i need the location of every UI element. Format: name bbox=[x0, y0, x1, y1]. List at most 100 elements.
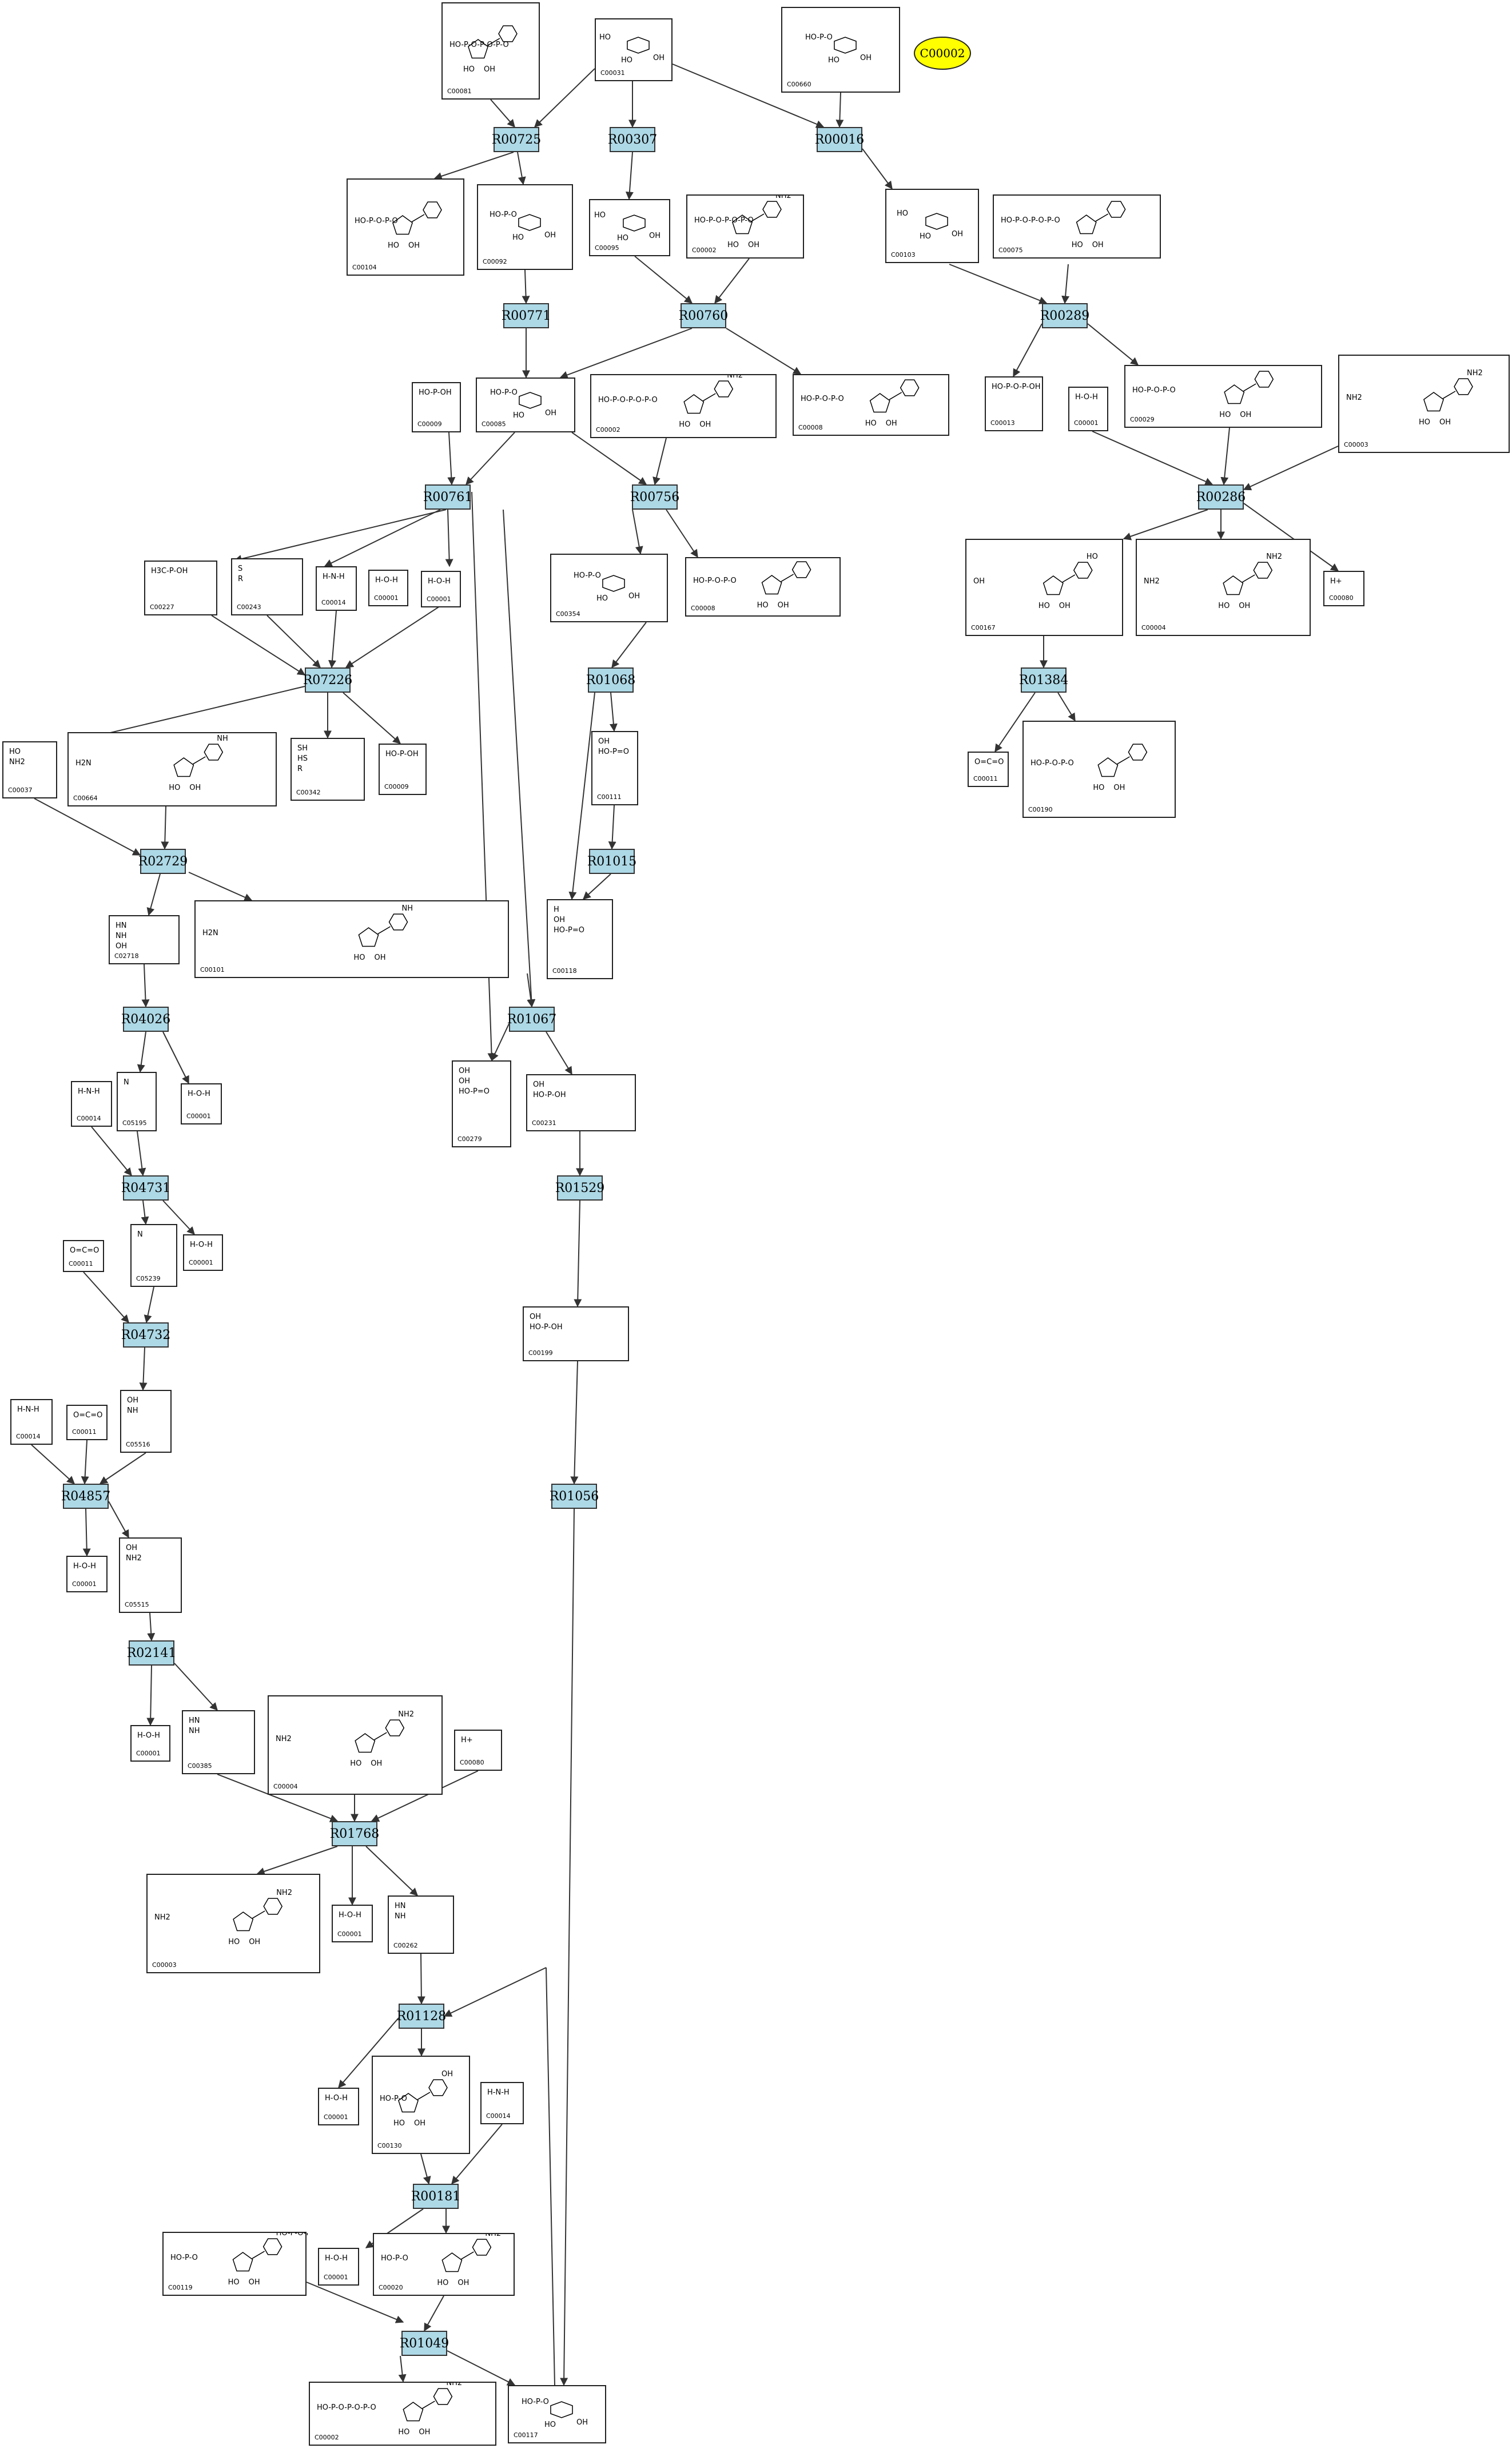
reaction-r00725[interactable]: R00725 bbox=[492, 127, 541, 152]
reaction-r00289[interactable]: R00289 bbox=[1040, 303, 1089, 328]
compound-c00080[interactable]: H+C00080 bbox=[1323, 571, 1364, 606]
reaction-r00771[interactable]: R00771 bbox=[502, 303, 551, 328]
compound-c00020[interactable]: HO-P-OHOOHNH2C00020 bbox=[373, 2233, 515, 2296]
reaction-r01068[interactable]: R01068 bbox=[586, 667, 635, 693]
compound-id-label: C00231 bbox=[532, 1119, 556, 1127]
reaction-r07226[interactable]: R07226 bbox=[303, 667, 352, 693]
highlight-compound-c00002[interactable]: C00002 bbox=[914, 37, 971, 70]
reaction-r04857[interactable]: R04857 bbox=[61, 1484, 110, 1509]
reaction-r01056[interactable]: R01056 bbox=[550, 1484, 599, 1509]
reaction-r01067[interactable]: R01067 bbox=[507, 1007, 556, 1032]
reaction-r01384[interactable]: R01384 bbox=[1019, 667, 1068, 693]
reaction-r02729[interactable]: R02729 bbox=[138, 849, 188, 874]
reaction-r00760[interactable]: R00760 bbox=[679, 303, 728, 328]
reaction-r02141[interactable]: R02141 bbox=[127, 1640, 176, 1666]
atom-label: HO-P-O-P-O bbox=[693, 577, 737, 585]
reaction-edge bbox=[211, 615, 306, 675]
reaction-r04732[interactable]: R04732 bbox=[121, 1322, 170, 1348]
reaction-r01529[interactable]: R01529 bbox=[555, 1175, 604, 1201]
reaction-r01049[interactable]: R01049 bbox=[400, 2331, 449, 2356]
compound-c00080[interactable]: H+C00080 bbox=[454, 1730, 502, 1771]
reaction-r00307[interactable]: R00307 bbox=[608, 127, 657, 152]
compound-id-label: C00009 bbox=[384, 783, 409, 790]
reaction-r04026[interactable]: R04026 bbox=[121, 1007, 170, 1032]
reaction-r00756[interactable]: R00756 bbox=[630, 484, 679, 510]
reaction-r00286[interactable]: R00286 bbox=[1196, 484, 1246, 510]
reaction-r01768[interactable]: R01768 bbox=[330, 1821, 379, 1846]
reaction-r00181[interactable]: R00181 bbox=[411, 2184, 460, 2209]
reaction-r04731[interactable]: R04731 bbox=[121, 1175, 170, 1201]
reaction-r01015[interactable]: R01015 bbox=[587, 849, 636, 874]
compound-id-label: C00037 bbox=[8, 786, 33, 794]
reaction-r01128[interactable]: R01128 bbox=[397, 2004, 446, 2029]
atom-label: NH bbox=[395, 1912, 406, 1921]
compound-c00008[interactable]: HO-P-O-P-OHOOHNH2C00008 bbox=[685, 557, 841, 617]
reaction-r00761[interactable]: R00761 bbox=[423, 484, 472, 510]
reaction-r00016[interactable]: R00016 bbox=[815, 127, 864, 152]
